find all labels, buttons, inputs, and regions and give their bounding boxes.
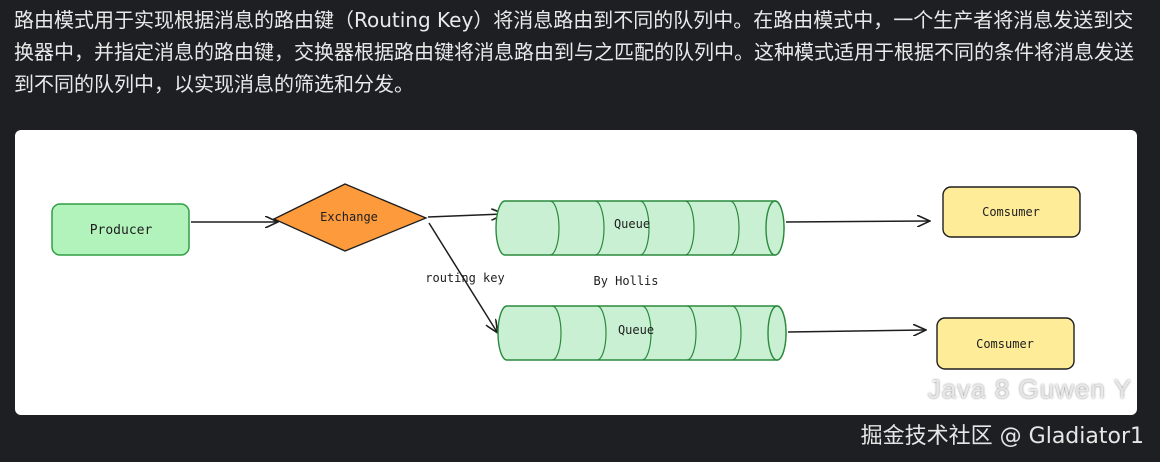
diagram-canvas: Producer Exchange routing key Queue	[51, 183, 1081, 370]
intro-paragraph: 路由模式用于实现根据消息的路由键（Routing Key）将消息路由到不同的队列…	[14, 8, 1134, 96]
exchange-label: Exchange	[320, 210, 378, 224]
producer-label: Producer	[90, 223, 153, 238]
arrow-exchange-queue-top	[427, 214, 503, 217]
arrow-queue-bottom-consumer	[787, 330, 925, 332]
arrow-queue-top-consumer	[785, 221, 929, 222]
consumer-top-node: Comsumer	[942, 186, 1081, 238]
routing-diagram: Producer Exchange routing key Queue	[15, 130, 1137, 415]
consumer-bottom-label: Comsumer	[976, 337, 1034, 351]
queue-top-label: Queue	[614, 217, 650, 231]
producer-node: Producer	[51, 203, 190, 256]
queue-bottom-label: Queue	[618, 323, 654, 337]
queue-bottom: Queue	[497, 305, 787, 361]
exchange-node: Exchange	[272, 183, 428, 252]
consumer-bottom-node: Comsumer	[936, 317, 1075, 370]
arrow-exchange-queue-bottom	[428, 222, 497, 332]
overlay-watermark: Java 8 Guwen Y	[927, 374, 1132, 404]
author-label: By Hollis	[593, 274, 658, 288]
site-watermark: 掘金技术社区 @ Gladiator1	[860, 424, 1144, 449]
consumer-top-label: Comsumer	[982, 205, 1040, 219]
routing-key-label: routing key	[425, 271, 504, 285]
queue-top: Queue	[495, 200, 785, 256]
